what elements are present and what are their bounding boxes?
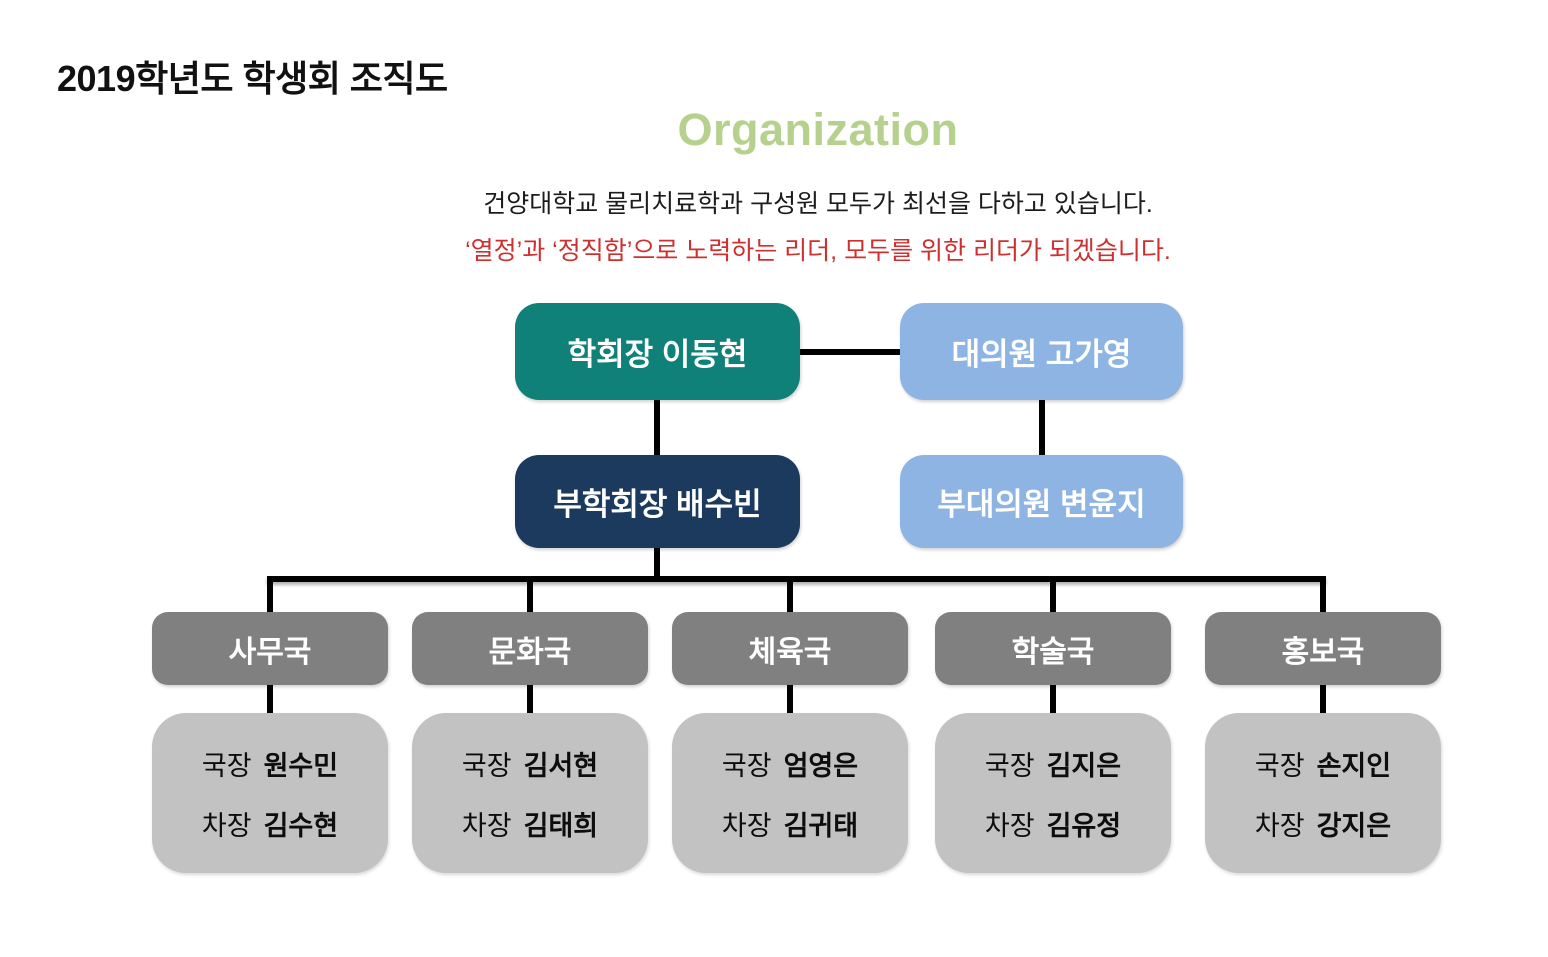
dept-box-haksulguk: 학술국 xyxy=(935,612,1171,685)
node-representative: 대의원 고가영 xyxy=(900,303,1183,400)
connector-president-representative xyxy=(798,349,900,355)
deputy-name: 김유정 xyxy=(1046,810,1122,841)
director-role: 국장 xyxy=(1254,750,1305,781)
connector-drop-dept-5 xyxy=(1320,576,1326,613)
connector-dept-staff-4 xyxy=(1050,685,1056,714)
connector-drop-dept-1 xyxy=(267,576,273,613)
dept-name: 홍보국 xyxy=(1281,635,1365,669)
deputy-line: 차장 강지은 xyxy=(1255,804,1391,843)
header-block: Organization 건양대학교 물리치료학과 구성원 모두가 최선을 다하… xyxy=(88,104,1548,267)
director-role: 국장 xyxy=(201,750,252,781)
dept-name: 사무국 xyxy=(228,635,312,669)
dept-box-hongboguk: 홍보국 xyxy=(1205,612,1441,685)
organization-heading: Organization xyxy=(677,104,959,155)
deputy-line: 차장 김귀태 xyxy=(722,804,858,843)
deputy-role: 차장 xyxy=(721,810,772,841)
staff-box-hongboguk: 국장 손지인 차장 강지은 xyxy=(1205,713,1441,873)
dept-box-samuguk: 사무국 xyxy=(152,612,388,685)
subtitle-line-1: 건양대학교 물리치료학과 구성원 모두가 최선을 다하고 있습니다. xyxy=(483,190,1153,218)
node-vice-representative: 부대의원 변윤지 xyxy=(900,455,1183,548)
dept-name: 체육국 xyxy=(748,635,832,669)
connector-department-bus xyxy=(267,576,1326,582)
deputy-role: 차장 xyxy=(461,810,512,841)
connector-dept-staff-3 xyxy=(787,685,793,714)
staff-box-munhwaguk: 국장 김서현 차장 김태희 xyxy=(412,713,648,873)
connector-dept-staff-5 xyxy=(1320,685,1326,714)
connector-drop-dept-3 xyxy=(787,576,793,613)
director-line: 국장 김지은 xyxy=(985,744,1121,783)
connector-vice-president-bus xyxy=(654,548,660,578)
dept-name: 문화국 xyxy=(488,635,572,669)
director-name: 엄영은 xyxy=(783,750,859,781)
deputy-role: 차장 xyxy=(1254,810,1305,841)
director-role: 국장 xyxy=(984,750,1035,781)
director-role: 국장 xyxy=(461,750,512,781)
deputy-name: 강지은 xyxy=(1316,810,1392,841)
director-line: 국장 엄영은 xyxy=(722,744,858,783)
staff-box-samuguk: 국장 원수민 차장 김수현 xyxy=(152,713,388,873)
dept-box-munhwaguk: 문화국 xyxy=(412,612,648,685)
director-line: 국장 손지인 xyxy=(1255,744,1391,783)
connector-dept-staff-2 xyxy=(527,685,533,714)
dept-name: 학술국 xyxy=(1011,635,1095,669)
director-name: 김지은 xyxy=(1046,750,1122,781)
connector-dept-staff-1 xyxy=(267,685,273,714)
connector-representative-vice-representative xyxy=(1039,400,1045,456)
deputy-line: 차장 김유정 xyxy=(985,804,1121,843)
staff-box-haksulguk: 국장 김지은 차장 김유정 xyxy=(935,713,1171,873)
director-name: 손지인 xyxy=(1316,750,1392,781)
deputy-role: 차장 xyxy=(201,810,252,841)
deputy-name: 김귀태 xyxy=(783,810,859,841)
connector-drop-dept-4 xyxy=(1050,576,1056,613)
dept-box-cheyukguk: 체육국 xyxy=(672,612,908,685)
node-vice-representative-label: 부대의원 변윤지 xyxy=(937,487,1146,522)
director-name: 김서현 xyxy=(523,750,599,781)
node-vice-president-label: 부학회장 배수빈 xyxy=(553,487,762,522)
node-representative-label: 대의원 고가영 xyxy=(951,337,1132,372)
node-president-label: 학회장 이동현 xyxy=(567,337,748,372)
node-vice-president: 부학회장 배수빈 xyxy=(515,455,800,548)
director-name: 원수민 xyxy=(263,750,339,781)
connector-drop-dept-2 xyxy=(527,576,533,613)
subtitle-line-2: ‘열정’과 ‘정직함’으로 노력하는 리더, 모두를 위한 리더가 되겠습니다. xyxy=(465,237,1171,265)
page-title: 2019학년도 학생회 조직도 xyxy=(57,58,448,99)
deputy-line: 차장 김태희 xyxy=(462,804,598,843)
director-line: 국장 김서현 xyxy=(462,744,598,783)
deputy-name: 김수현 xyxy=(263,810,339,841)
staff-box-cheyukguk: 국장 엄영은 차장 김귀태 xyxy=(672,713,908,873)
deputy-name: 김태희 xyxy=(523,810,599,841)
director-line: 국장 원수민 xyxy=(202,744,338,783)
deputy-role: 차장 xyxy=(984,810,1035,841)
director-role: 국장 xyxy=(721,750,772,781)
node-president: 학회장 이동현 xyxy=(515,303,800,400)
connector-president-vice-president xyxy=(654,400,660,456)
deputy-line: 차장 김수현 xyxy=(202,804,338,843)
